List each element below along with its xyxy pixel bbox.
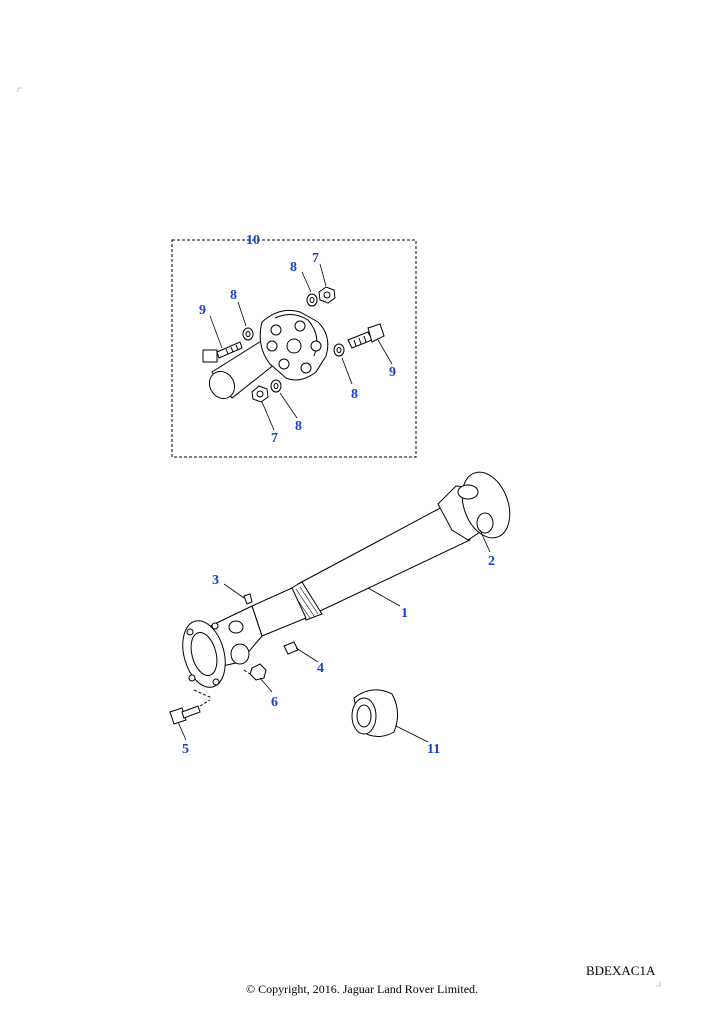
leader-line xyxy=(301,271,312,293)
callout-grease-nipple-shaft[interactable]: 4 xyxy=(317,661,324,676)
callout-yoke-rear[interactable]: 2 xyxy=(488,554,495,569)
washer-hole xyxy=(309,297,315,303)
callout-nut-top[interactable]: 7 xyxy=(312,251,319,266)
callout-bolt-left[interactable]: 9 xyxy=(199,303,206,318)
flange-bolt-hole xyxy=(211,622,219,630)
callout-shaft[interactable]: 1 xyxy=(401,606,408,621)
callout-flange-bolt[interactable]: 5 xyxy=(182,742,189,757)
flange-bolt-hole xyxy=(212,678,220,686)
callout-coupling-kit[interactable]: 10 xyxy=(246,233,260,248)
nut-hole xyxy=(256,390,264,398)
rear-yoke-bearing xyxy=(476,512,494,534)
leader-line xyxy=(223,583,245,599)
nut-hole xyxy=(323,291,331,299)
leader-line xyxy=(237,301,247,327)
callout-washer-bottom[interactable]: 8 xyxy=(295,419,302,434)
coupling-kit-group xyxy=(171,239,417,458)
assembly-line xyxy=(193,669,251,707)
coupling-hole xyxy=(266,340,278,352)
leader-line xyxy=(295,647,319,663)
callout-washer-right[interactable]: 8 xyxy=(351,387,358,402)
leader-line xyxy=(377,339,393,365)
leader-line xyxy=(395,725,429,743)
callout-nut-bottom[interactable]: 7 xyxy=(271,431,278,446)
flange-bolt-hole xyxy=(186,628,194,636)
corner-mark xyxy=(17,87,22,92)
leader-line xyxy=(177,721,187,741)
stub-shaft-end xyxy=(208,370,236,400)
grease-nipple-shaft xyxy=(283,641,299,655)
callout-grease-nipple-joint[interactable]: 3 xyxy=(212,573,219,588)
callout-gaiter[interactable]: 11 xyxy=(427,742,440,757)
callout-washer-left[interactable]: 8 xyxy=(230,288,237,303)
flange-bolt-hole xyxy=(188,674,196,682)
front-yoke-bearing xyxy=(228,620,244,634)
propeller-shaft-tube xyxy=(297,505,471,613)
leader-lines xyxy=(177,263,491,743)
leader-line xyxy=(367,587,401,607)
leader-line xyxy=(341,357,353,385)
coupling-hole xyxy=(270,324,282,336)
leader-line xyxy=(319,263,327,287)
leader-line xyxy=(279,392,298,419)
front-flange-inner xyxy=(190,632,218,676)
callout-bolt-right[interactable]: 9 xyxy=(389,365,396,380)
callout-labels: 10 8 7 8 9 9 8 8 7 2 1 3 4 6 5 11 xyxy=(182,233,495,757)
copyright-notice: © Copyright, 2016. Jaguar Land Rover Lim… xyxy=(245,982,479,996)
leader-line xyxy=(479,529,491,553)
callout-washer-top[interactable]: 8 xyxy=(290,260,297,275)
washer-hole xyxy=(245,331,251,337)
gaiter-inner xyxy=(356,704,372,728)
grease-nipple-joint xyxy=(243,593,253,605)
coupling-hole xyxy=(294,320,306,332)
propeller-shaft-group xyxy=(169,471,511,737)
corner-mark xyxy=(656,982,661,987)
coupling-hole xyxy=(310,340,322,352)
washer-hole xyxy=(336,347,342,353)
front-yoke-bearing xyxy=(230,643,250,665)
callout-flange-nut[interactable]: 6 xyxy=(271,695,278,710)
rear-yoke-bearing xyxy=(457,484,479,500)
coupling-bolt-left xyxy=(202,341,243,363)
leader-line xyxy=(209,315,223,349)
flange-nut xyxy=(249,663,267,681)
flange-bolt-shank xyxy=(181,705,201,719)
reference-code: BDEXAC1A xyxy=(586,963,656,978)
washer-hole xyxy=(273,383,279,389)
leader-line xyxy=(259,677,273,693)
coupling-centre xyxy=(286,338,302,354)
leader-line xyxy=(261,401,275,431)
coupling-bolt-right xyxy=(347,323,385,349)
coupling-kit-box xyxy=(171,239,417,458)
coupling-hole xyxy=(300,362,312,374)
coupling-hole xyxy=(278,358,290,370)
